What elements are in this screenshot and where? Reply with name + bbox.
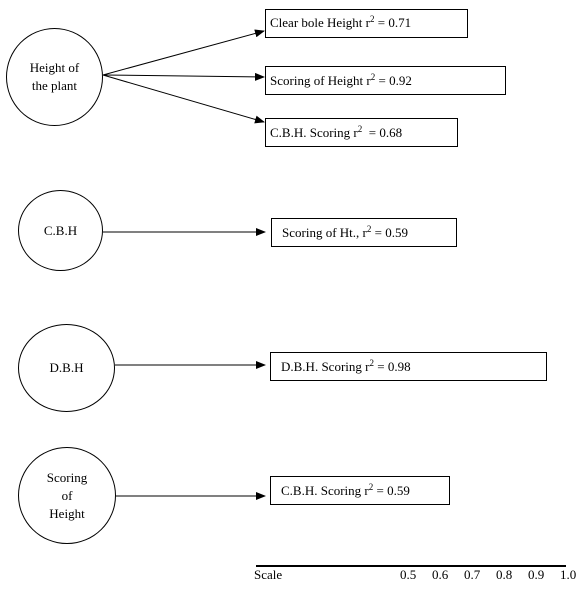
node-cbh: C.B.H bbox=[18, 190, 103, 271]
arrow-height-to-scoring-height bbox=[102, 72, 265, 81]
result-label: Scoring of Ht., bbox=[282, 225, 360, 240]
node-label-line: the plant bbox=[31, 78, 78, 93]
node-dbh-label: D.B.H bbox=[50, 359, 84, 377]
node-label-line: Height of bbox=[29, 60, 80, 75]
r-exponent: 2 bbox=[368, 482, 374, 492]
node-cbh-label: C.B.H bbox=[44, 222, 77, 240]
result-label: C.B.H. Scoring bbox=[270, 125, 351, 140]
r-exponent: 2 bbox=[370, 72, 376, 82]
scale-line bbox=[256, 565, 566, 567]
arrow-height-to-cbh-scoring bbox=[102, 74, 265, 124]
result-value: = 0.92 bbox=[375, 73, 412, 88]
result-value: = 0.98 bbox=[373, 359, 411, 374]
result-scoring-of-ht: Scoring of Ht., r2 = 0.59 bbox=[271, 218, 457, 247]
node-scoring-of-height: Scoring of Height bbox=[18, 447, 116, 544]
node-label-line: D.B.H bbox=[49, 360, 84, 375]
result-cbh-scoring-1: C.B.H. Scoring r2 = 0.68 bbox=[265, 118, 458, 147]
r-symbol: r bbox=[362, 225, 367, 240]
result-scoring-of-height: Scoring of Height r2 = 0.92 bbox=[265, 66, 506, 95]
scale-tick: 1.0 bbox=[560, 567, 577, 582]
r-symbol: r bbox=[365, 15, 371, 30]
r-exponent: 2 bbox=[369, 358, 374, 368]
node-label-line: C.B.H bbox=[43, 222, 78, 238]
scale-label: Scale bbox=[254, 567, 283, 582]
result-value: = 0.59 bbox=[373, 483, 410, 498]
r-symbol: r bbox=[364, 483, 369, 498]
scale-tick: 0.5 bbox=[400, 567, 417, 582]
scale-tick: 0.7 bbox=[464, 567, 481, 582]
r-symbol: r bbox=[353, 125, 358, 140]
result-value: = 0.71 bbox=[374, 15, 412, 30]
scale-tick: 0.8 bbox=[496, 567, 513, 582]
result-label: D.B.H. Scoring bbox=[281, 359, 362, 374]
result-value: = 0.59 bbox=[371, 225, 408, 240]
result-value: = 0.68 bbox=[362, 125, 403, 140]
r-exponent: 2 bbox=[366, 224, 372, 234]
node-label-line: of bbox=[61, 487, 73, 503]
result-label: C.B.H. Scoring bbox=[281, 483, 362, 498]
node-label-line: Height bbox=[49, 505, 85, 521]
r-exponent: 2 bbox=[370, 14, 375, 24]
scale-tick: 0.9 bbox=[528, 567, 545, 582]
result-cbh-scoring-2: C.B.H. Scoring r2 = 0.59 bbox=[270, 476, 450, 505]
node-label-line: Scoring bbox=[46, 469, 88, 485]
r-exponent: 2 bbox=[357, 124, 363, 134]
result-clear-bole-height: Clear bole Height r2 = 0.71 bbox=[265, 9, 468, 38]
node-height-of-plant-label: Height of the plant bbox=[30, 59, 79, 95]
node-dbh: D.B.H bbox=[18, 324, 115, 412]
node-scoring-of-height-label: Scoring of Height bbox=[47, 469, 87, 523]
node-height-of-plant: Height of the plant bbox=[6, 28, 103, 126]
arrow-height-to-clear-bole bbox=[102, 29, 265, 76]
result-dbh-scoring: D.B.H. Scoring r2 = 0.98 bbox=[270, 352, 547, 381]
result-label: Scoring of Height bbox=[270, 73, 364, 88]
result-label: Clear bole Height bbox=[270, 15, 363, 30]
r-symbol: r bbox=[366, 73, 371, 88]
scale-tick: 0.6 bbox=[432, 567, 449, 582]
r-symbol: r bbox=[365, 359, 370, 374]
